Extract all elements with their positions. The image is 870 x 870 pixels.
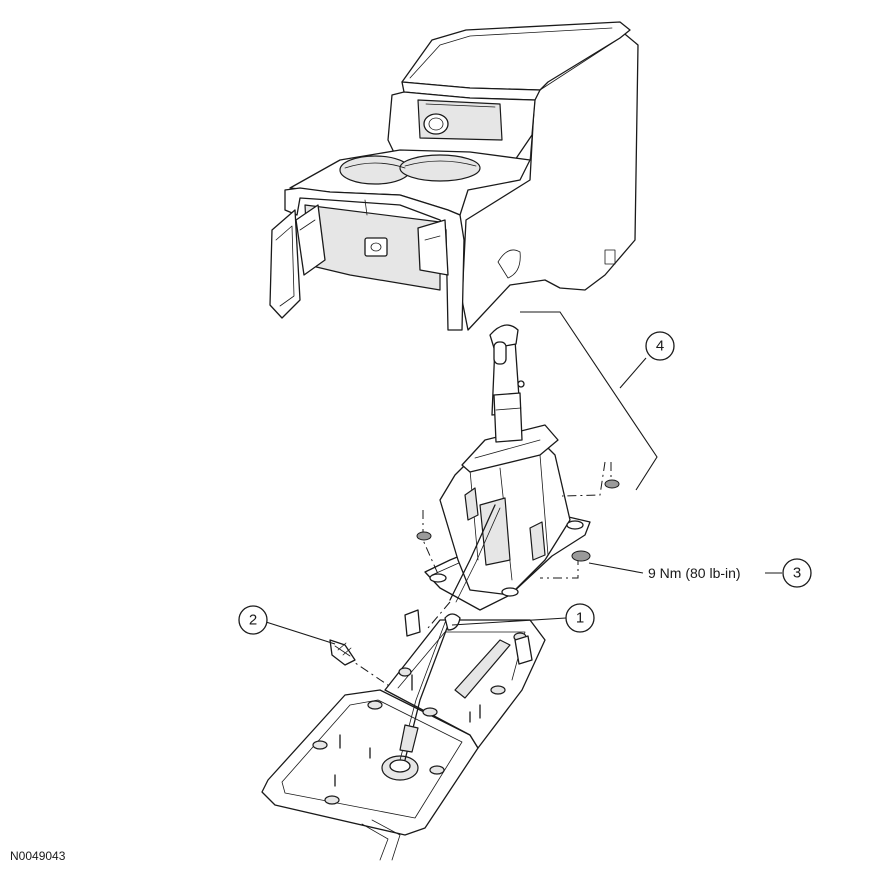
callout-2: 2 [238, 605, 336, 645]
callout-1: 1 [451, 603, 595, 633]
callout-1-label: 1 [576, 610, 584, 627]
callout-4-label: 4 [656, 338, 664, 355]
mounting-studs [334, 674, 481, 787]
callout-3: 9 Nm (80 lb-in) 3 [588, 558, 812, 588]
callout-3-label: 3 [793, 565, 801, 582]
center-console [269, 21, 639, 331]
figure-id: N0049043 [10, 849, 66, 863]
torque-spec-label: 9 Nm (80 lb-in) [648, 565, 741, 581]
callout-4: 4 [619, 331, 675, 389]
retaining-nuts [416, 479, 620, 562]
callout-2-label: 2 [249, 612, 257, 629]
floor-bracket [261, 609, 546, 861]
cable-clip [329, 639, 356, 666]
shifter-assembly [424, 311, 658, 611]
